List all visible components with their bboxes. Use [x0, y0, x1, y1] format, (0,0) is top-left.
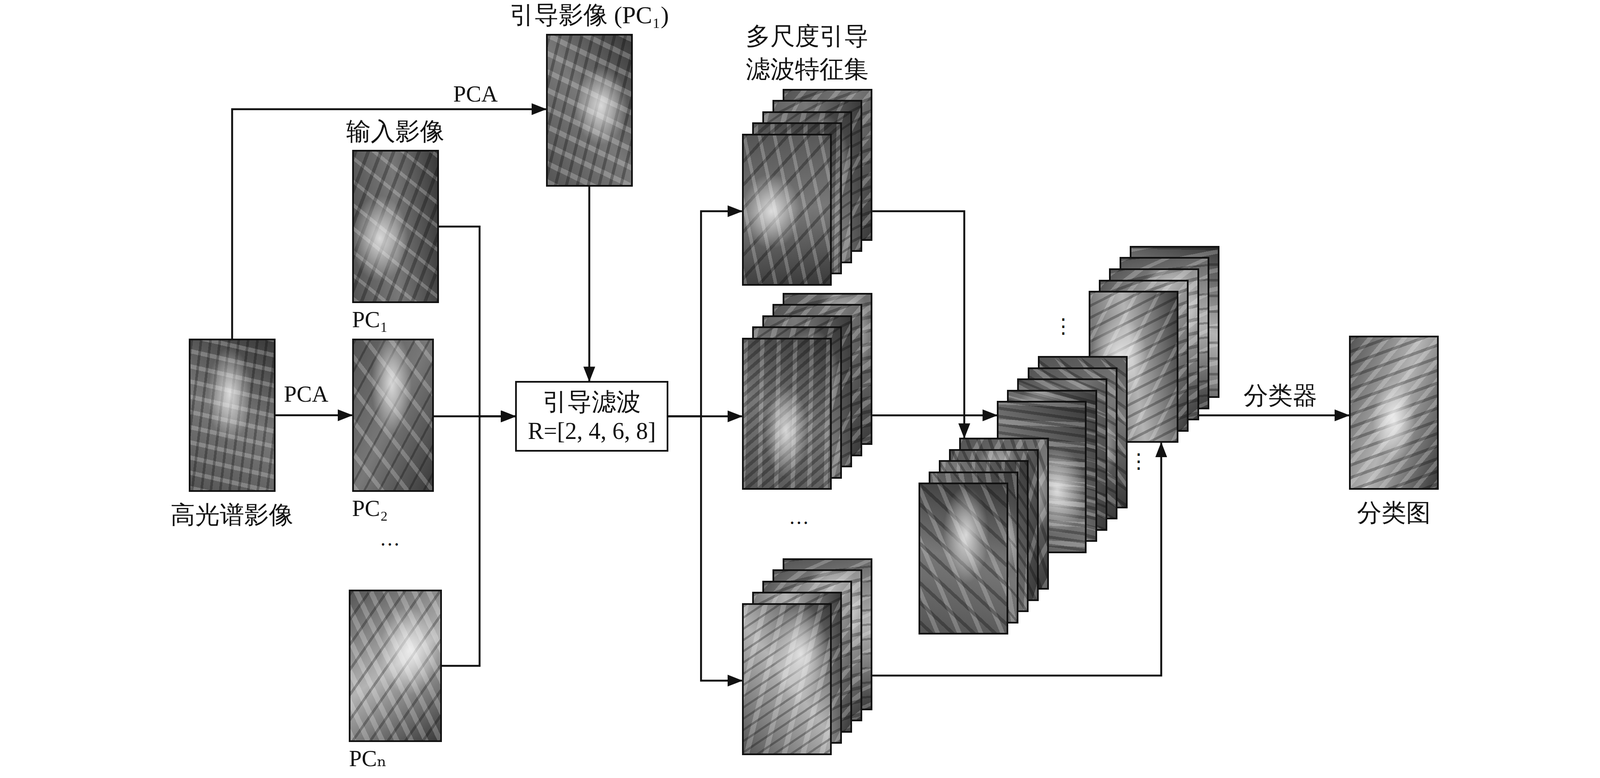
- image-tile-node: PCₙ: [348, 589, 442, 742]
- flow-arrow: [588, 186, 591, 381]
- node-label: 分类图: [1357, 499, 1431, 528]
- box-parameter: R=[2, 4, 6, 8]: [527, 416, 656, 446]
- flow-arrow: [668, 416, 743, 681]
- flow-arrow: [872, 414, 997, 417]
- ellipsis-mark: ⋮: [1128, 449, 1149, 473]
- image-tile-node: 分类图: [1348, 335, 1439, 490]
- node-label: 高光谱影像: [170, 501, 294, 530]
- image-tile-node: 输入影像PC₁: [352, 149, 439, 304]
- node-label: 引导影像 (PC₁): [509, 1, 669, 30]
- image-tile: [352, 149, 439, 304]
- image-tile: [188, 338, 276, 492]
- image-tile: [918, 482, 1009, 635]
- flow-arrow: [231, 109, 546, 339]
- image-tile: [352, 338, 434, 492]
- image-tile: [742, 133, 832, 286]
- ellipsis-mark: …: [788, 505, 810, 530]
- ellipsis-mark: …: [379, 526, 400, 551]
- flow-arrow: [1197, 414, 1349, 417]
- image-tile: [742, 603, 832, 756]
- image-tile: [742, 337, 832, 490]
- edge-label: PCA: [281, 380, 332, 407]
- node-label: PCₙ: [348, 745, 387, 772]
- image-stack: [918, 240, 1222, 635]
- process-box: 引导滤波R=[2, 4, 6, 8]: [515, 380, 669, 452]
- flow-arrow: [441, 416, 516, 666]
- node-label: 输入影像: [346, 117, 445, 147]
- image-tile: [546, 33, 633, 188]
- flow-arrow: [438, 226, 516, 417]
- flow-arrow: [275, 414, 353, 417]
- flow-arrow: [668, 211, 743, 417]
- image-tile-node: 高光谱影像: [188, 338, 276, 492]
- node-label: PC₂: [352, 495, 389, 522]
- edge-label: PCA: [450, 80, 501, 108]
- node-label: PC₁: [352, 306, 389, 333]
- image-stack: [742, 292, 873, 490]
- image-tile-node: PC₂: [352, 338, 434, 492]
- image-tile: [1348, 335, 1439, 490]
- image-tile: [348, 589, 442, 742]
- flow-arrow: [872, 211, 965, 438]
- node-label: 多尺度引导 滤波特征集: [740, 19, 874, 87]
- edge-label: 分类器: [1241, 381, 1320, 411]
- image-tile-node: 引导影像 (PC₁): [546, 33, 633, 188]
- ellipsis-mark: ⋮: [1053, 314, 1074, 339]
- image-stack: 多尺度引导 滤波特征集: [742, 88, 873, 286]
- box-title: 引导滤波: [542, 387, 641, 417]
- image-stack: [742, 558, 873, 756]
